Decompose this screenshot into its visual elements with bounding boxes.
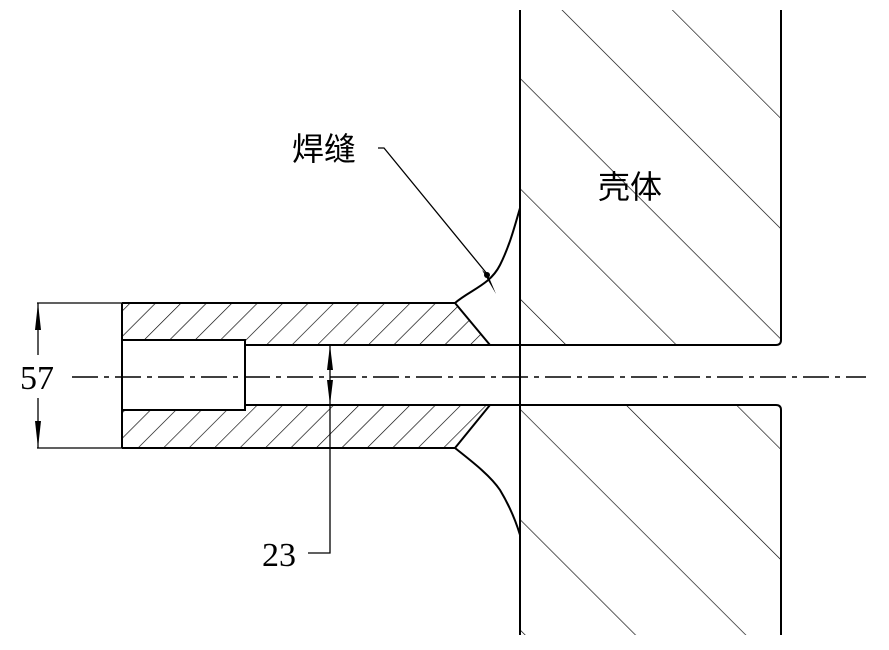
weld-leader-line: [378, 147, 489, 276]
pipe-counterbore: [122, 339, 246, 411]
arrow-down-icon: [327, 380, 333, 405]
weld-fillet-top: [454, 207, 521, 304]
shell-label: 壳体: [598, 168, 662, 206]
weld-fillets: [454, 207, 521, 536]
leader-dot: [484, 272, 490, 278]
shell-wall: [486, 10, 782, 635]
arrow-up-icon: [35, 303, 41, 330]
dim-leader-23: [308, 345, 331, 554]
pipe-bottom-hatch: [122, 405, 490, 448]
dimension-23-label: 23: [262, 537, 296, 574]
shell-bottom-hatch: [521, 406, 780, 635]
shell-bottom-bore-edge: [486, 404, 782, 635]
pipe-section: [121, 302, 491, 449]
pipe-top-hatch: [122, 303, 490, 345]
dimension-inner-diameter: 23: [262, 345, 333, 574]
arrow-up-icon: [327, 345, 333, 370]
arrow-down-icon: [35, 421, 41, 448]
shell-top-hatch: [521, 10, 780, 344]
weld-callout: 焊缝: [292, 130, 496, 294]
dimension-57-label: 57: [20, 360, 54, 397]
dimension-outer-diameter: 57: [20, 302, 122, 449]
shell-top-bore-edge: [486, 10, 782, 346]
weld-label: 焊缝: [292, 130, 356, 168]
weld-fillet-bottom: [454, 447, 521, 536]
